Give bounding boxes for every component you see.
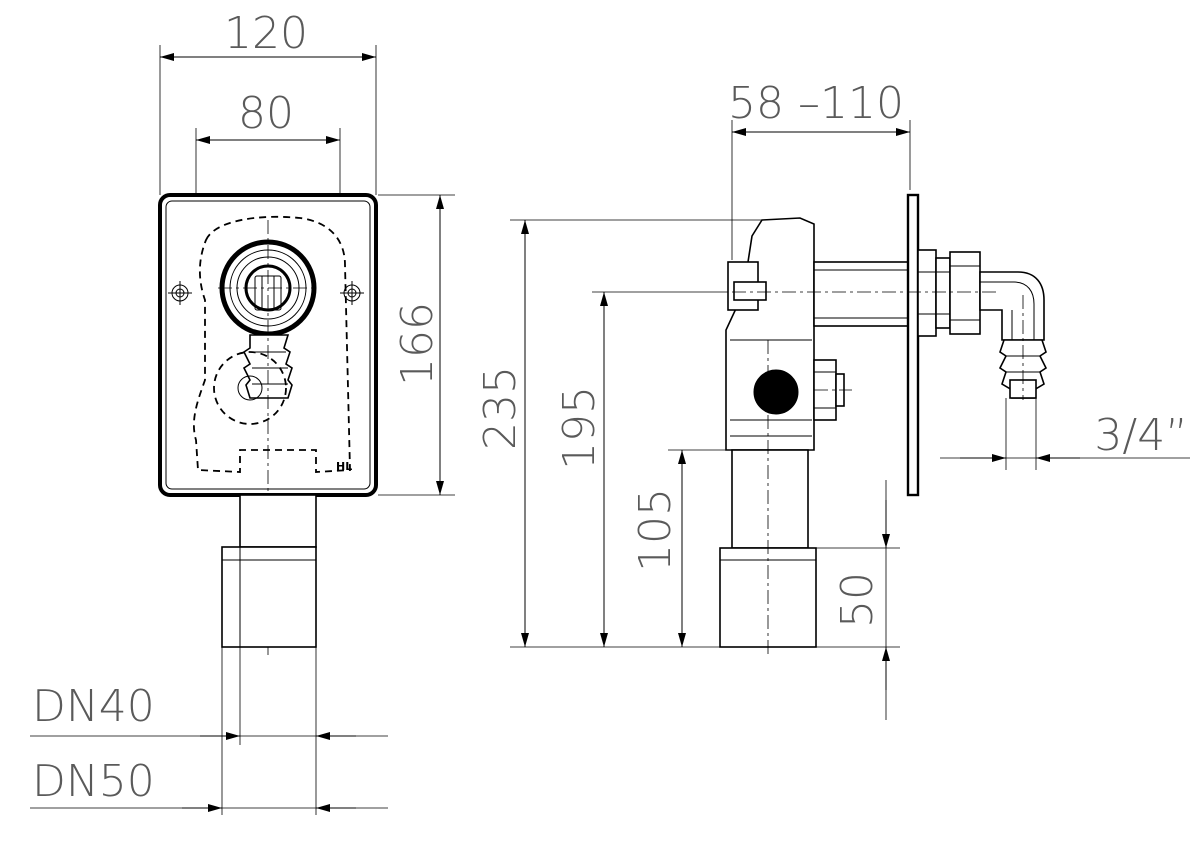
dim-thread-size: 3/4” <box>1094 410 1188 461</box>
wall-plate-side <box>906 193 920 497</box>
siphon-body-hidden <box>192 215 351 473</box>
brand-mark: HL <box>336 460 352 473</box>
dim-width-outer: 120 <box>224 8 308 59</box>
drain-inlet-port <box>753 369 799 415</box>
siphon-body-side <box>725 217 845 451</box>
screw-right-icon <box>340 281 364 305</box>
dim-total-height: 235 <box>475 366 526 450</box>
dim-outlet-height: 195 <box>554 386 605 470</box>
side-view: 58 –110 235 195 105 50 3/4” <box>475 78 1190 720</box>
connection-tube <box>813 261 911 327</box>
dim-plate-height: 166 <box>392 302 443 386</box>
front-view: HL 120 80 166 DN40 DN50 <box>30 8 455 815</box>
dim-depth-range: 58 –110 <box>728 78 904 129</box>
threaded-connector <box>917 249 981 337</box>
screw-left-icon <box>168 281 192 305</box>
hose-nozzle <box>242 334 293 399</box>
label-dn50: DN50 <box>32 756 155 807</box>
dim-socket-length: 50 <box>832 572 883 628</box>
dim-inlet-height: 105 <box>630 488 681 572</box>
label-dn40: DN40 <box>32 681 155 732</box>
hose-elbow <box>979 271 1045 341</box>
inlet-hidden <box>213 351 287 425</box>
dim-width-inner: 80 <box>238 88 294 139</box>
drain-pipe-front <box>221 494 317 648</box>
